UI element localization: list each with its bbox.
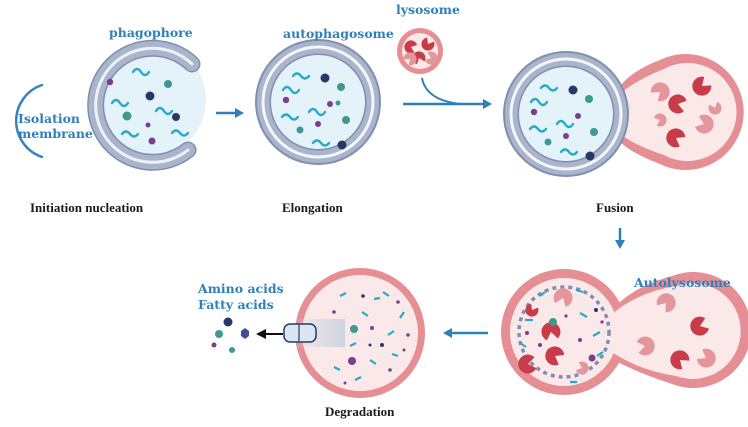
amino-acids-label: Amino acids (197, 281, 284, 296)
arrow-autolysosome-to-degradation (443, 328, 488, 338)
stage-degradation-label: Degradation (325, 404, 395, 419)
fusion-cargo (528, 84, 598, 161)
arrow-fusion-to-autolysosome (615, 228, 625, 249)
arrow-elongation-to-fusion (403, 77, 492, 109)
autophagosome-label: autophagosome (283, 26, 394, 41)
isolation-membrane-label-line1: Isolation (18, 111, 80, 126)
fatty-acids-label: Fatty acids (198, 297, 274, 312)
autophagosome-cargo (280, 72, 350, 150)
phagophore-cargo (106, 67, 190, 145)
degradation-fragments (332, 291, 410, 385)
autolysosome-fragments (519, 288, 604, 384)
autolysosome-label: Autolysosome (633, 275, 731, 290)
arrow-efflux (256, 329, 283, 339)
stage-fusion-label: Fusion (596, 200, 634, 215)
autophagosome (255, 39, 381, 165)
lysosome (397, 28, 443, 74)
efflux-transporter (283, 323, 317, 343)
fusion-autophagosome (503, 51, 629, 177)
fusion-lysosome (620, 54, 744, 171)
autolysosome (501, 269, 748, 395)
phagophore-label: phagophore (109, 25, 193, 40)
arrow-initiation-to-elongation (216, 108, 244, 118)
degradation-lysosome (290, 268, 425, 398)
lysosome-label: lysosome (396, 2, 460, 17)
phagophore (87, 39, 206, 171)
stage-elongation-label: Elongation (282, 200, 343, 215)
stage-initiation-label: Initiation nucleation (30, 200, 144, 215)
isolation-membrane-label-line2: membrane (18, 126, 93, 141)
released-molecules (211, 317, 249, 353)
isolation-membrane (14, 83, 44, 159)
